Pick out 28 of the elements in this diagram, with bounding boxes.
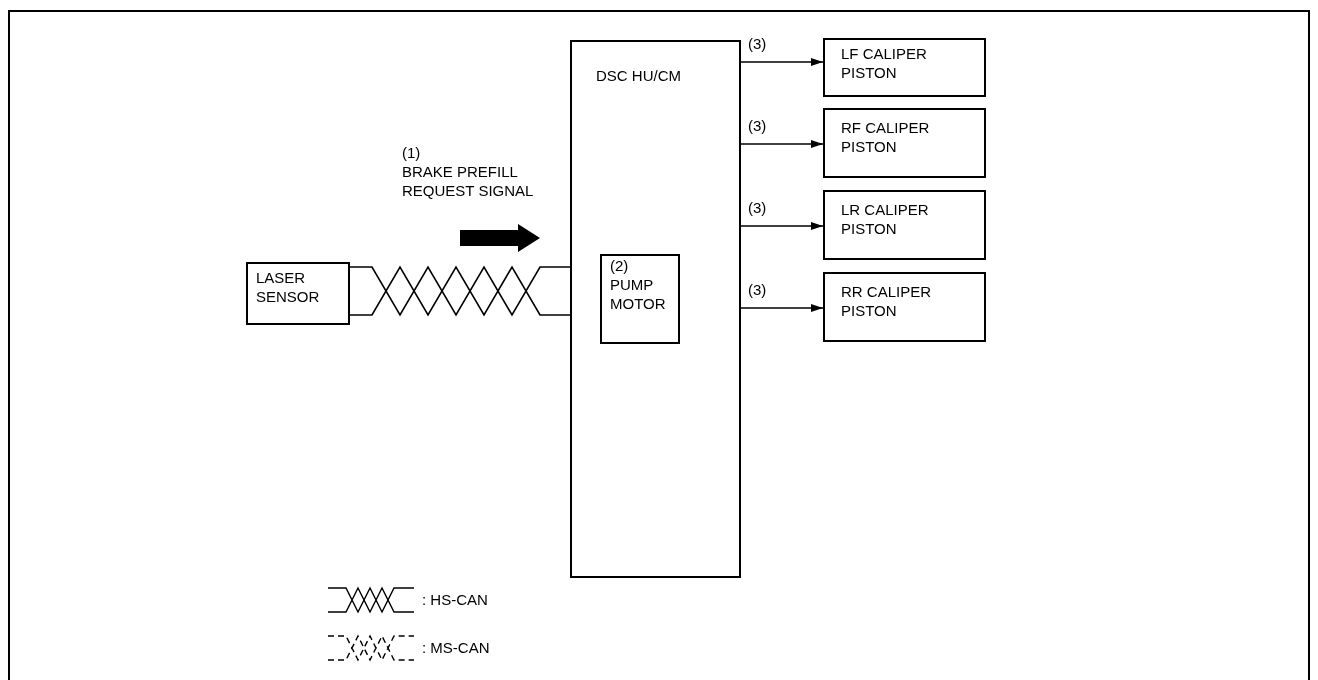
component-box [823, 108, 986, 178]
arrow [740, 222, 824, 230]
arrow [740, 58, 824, 66]
arrow [740, 140, 824, 148]
node-label: PUMP MOTOR [610, 275, 667, 313]
node-label: LASER SENSOR [256, 268, 321, 306]
edge-label: (3) [748, 117, 767, 135]
callout-number: (1) [402, 143, 421, 162]
twisted-pair-wire [349, 265, 571, 317]
legend-label: : MS-CAN [422, 637, 490, 658]
signal-label: BRAKE PREFILL REQUEST SIGNAL [402, 162, 535, 200]
edge-label: (3) [748, 199, 767, 217]
component-box [823, 38, 986, 97]
component-box [823, 190, 986, 260]
edge-label: (3) [748, 281, 767, 299]
control-module-box [570, 40, 741, 578]
node-label: DSC HU/CM [596, 66, 681, 85]
arrow [740, 304, 824, 312]
component-box [600, 254, 680, 344]
edge-label: (3) [748, 35, 767, 53]
component-box [246, 262, 350, 325]
callout-number: (2) [610, 256, 629, 275]
node-label: LF CALIPER PISTON [841, 44, 928, 82]
node-label: RR CALIPER PISTON [841, 282, 933, 320]
node-label: LR CALIPER PISTON [841, 200, 930, 238]
legend-label: : HS-CAN [422, 589, 488, 610]
node-label: RF CALIPER PISTON [841, 118, 931, 156]
component-box [823, 272, 986, 342]
